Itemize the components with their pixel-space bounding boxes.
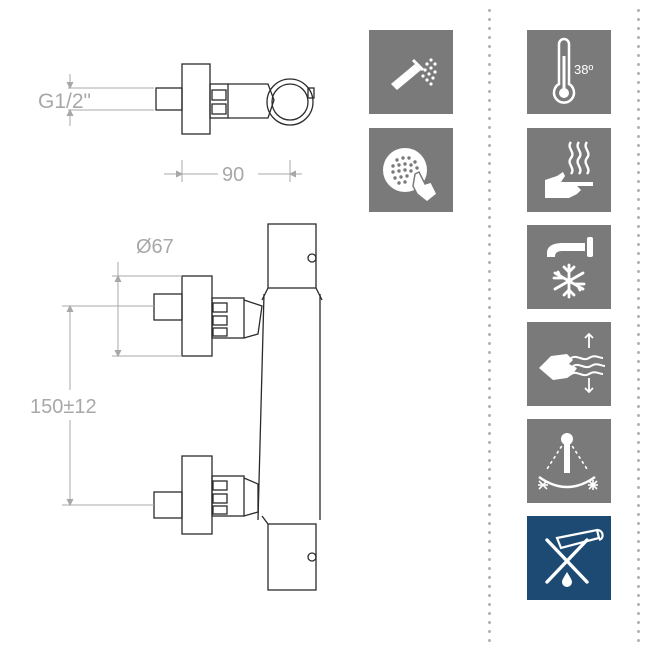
thermometer-icon [527, 30, 611, 114]
hand-flow-icon [527, 322, 611, 406]
dotted-separator-left [488, 6, 491, 646]
spacing-dimension [62, 304, 154, 507]
thermostat-tile: 38º [527, 30, 611, 114]
top-view-drawing [155, 63, 315, 135]
shower-handset-tile [369, 30, 453, 114]
no-limescale-icon [527, 516, 611, 600]
spacing-label: 150±12 [30, 396, 97, 418]
diameter-dimension [112, 262, 182, 358]
shower-handset-icon [369, 30, 453, 114]
thread-label: G1/2" [38, 90, 91, 113]
front-view-drawing [153, 223, 323, 591]
hot-water-tile [527, 128, 611, 212]
width-label: 90 [222, 164, 244, 186]
anti-limescale-tile [527, 516, 611, 600]
temperature-range-tile [527, 419, 611, 503]
thermostat-temp-label: 38º [574, 62, 594, 77]
hand-hot-water-icon [527, 128, 611, 212]
thread-dimension [66, 74, 154, 126]
lever-hot-cold-icon [527, 419, 611, 503]
shower-head-touch-icon [369, 128, 453, 212]
diameter-label: Ø67 [136, 236, 174, 258]
flow-tile [527, 322, 611, 406]
dotted-separator-right [637, 6, 640, 646]
shower-head-tile [369, 128, 453, 212]
width-dimension [164, 160, 302, 182]
tap-cold-water-icon [527, 225, 611, 309]
cold-water-tile [527, 225, 611, 309]
